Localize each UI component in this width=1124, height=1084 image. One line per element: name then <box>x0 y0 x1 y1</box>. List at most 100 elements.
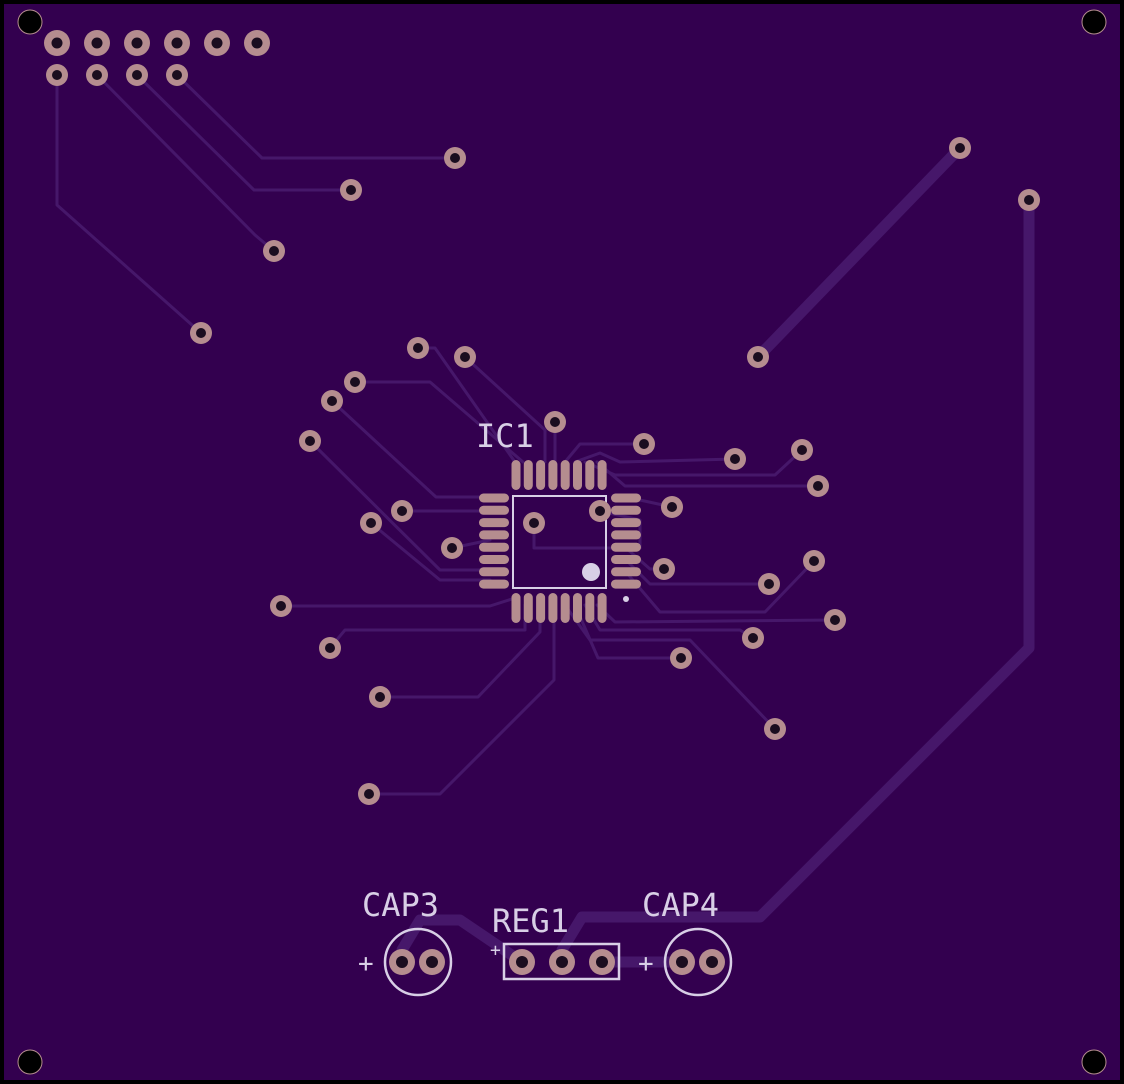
power-traces <box>396 142 1035 968</box>
ic1-pad-right <box>611 579 641 589</box>
through-hole-pad <box>419 949 445 975</box>
trace <box>624 559 816 614</box>
via <box>758 573 780 595</box>
power-trace <box>556 194 1035 956</box>
via <box>724 448 746 470</box>
via <box>319 637 341 659</box>
trace <box>573 451 737 464</box>
vias <box>190 137 1040 805</box>
trace <box>135 73 353 192</box>
via <box>454 346 476 368</box>
reg1-outline <box>502 942 621 981</box>
trace <box>55 73 203 335</box>
via <box>803 550 825 572</box>
header-pad <box>166 64 188 86</box>
through-hole-pads <box>389 949 725 975</box>
ic1-pads <box>479 460 641 623</box>
ic1-pad-top <box>511 460 521 490</box>
mounting-hole <box>1081 9 1107 35</box>
ic1-pad-top <box>536 460 546 490</box>
cap4-label: CAP4 <box>642 886 719 924</box>
ic1-pad-left <box>479 518 509 528</box>
header-connector <box>44 30 270 86</box>
via <box>949 137 971 159</box>
reg1-polarity-label: + <box>490 940 501 961</box>
via <box>340 179 362 201</box>
header-pad <box>244 30 270 56</box>
cap4-footprint <box>663 927 733 997</box>
header-pad <box>126 64 148 86</box>
ic1-pad-right <box>611 530 641 540</box>
ic1-pad-left <box>479 493 509 503</box>
power-trace <box>752 142 966 363</box>
reg1-footprint <box>502 942 621 981</box>
via <box>190 322 212 344</box>
header-pad <box>164 30 190 56</box>
ic1-pad-bottom <box>585 593 595 623</box>
ic1-pad-left <box>479 530 509 540</box>
via <box>661 496 683 518</box>
ic1-pad-right <box>611 518 641 528</box>
ic1-pad-top <box>585 460 595 490</box>
via <box>344 371 366 393</box>
header-pad <box>204 30 230 56</box>
trace <box>463 355 547 464</box>
trace <box>175 73 457 160</box>
through-hole-pad <box>389 949 415 975</box>
ic1-pad-left <box>479 567 509 577</box>
via <box>441 537 463 559</box>
via <box>824 609 846 631</box>
cap3-polarity-label: + <box>358 949 374 979</box>
trace <box>353 380 525 464</box>
via <box>670 647 692 669</box>
ic1-pad-bottom <box>597 593 607 623</box>
ic1-pad-bottom <box>548 593 558 623</box>
via <box>791 439 813 461</box>
trace <box>308 439 492 572</box>
ic1-pad-top <box>573 460 582 490</box>
ic1-footprint <box>479 460 641 623</box>
ic1-pad-left <box>479 555 509 564</box>
header-pad <box>84 30 110 56</box>
via <box>360 512 382 534</box>
via <box>633 433 655 455</box>
trace <box>330 399 492 499</box>
ic1-pad-left <box>479 505 509 515</box>
trace <box>369 521 492 582</box>
header-pad <box>86 64 108 86</box>
ic1-pad-right <box>611 505 641 515</box>
via <box>764 718 786 740</box>
via <box>742 627 764 649</box>
via <box>358 783 380 805</box>
via <box>523 512 545 534</box>
via <box>589 500 611 522</box>
mounting-hole <box>17 9 43 35</box>
cap3-footprint <box>383 927 453 997</box>
ic1-pad-bottom <box>511 593 521 623</box>
ic1-pad-bottom <box>523 593 533 623</box>
trace <box>367 603 556 796</box>
mounting-holes <box>17 9 1107 1075</box>
ic1-pad-bottom <box>573 593 582 623</box>
via <box>270 595 292 617</box>
reg1-label: REG1 <box>492 902 569 940</box>
via <box>299 430 321 452</box>
cap3-outline <box>383 927 453 997</box>
cap4-outline <box>663 927 733 997</box>
ic1-pad-top <box>523 460 533 490</box>
ic1-label: IC1 <box>476 417 534 455</box>
via <box>1018 189 1040 211</box>
mounting-hole <box>17 1049 43 1075</box>
through-hole-pad <box>589 949 615 975</box>
ic1-pad-bottom <box>536 593 546 623</box>
ic1-pin1-marker <box>582 563 600 581</box>
ic1-pad-top <box>597 460 607 490</box>
cap3-label: CAP3 <box>362 886 439 924</box>
cap4-polarity-label: + <box>638 949 654 979</box>
via <box>653 558 675 580</box>
through-hole-pad <box>549 949 575 975</box>
header-pad <box>124 30 150 56</box>
ic1-pad-right <box>611 542 641 552</box>
header-pad <box>44 30 70 56</box>
